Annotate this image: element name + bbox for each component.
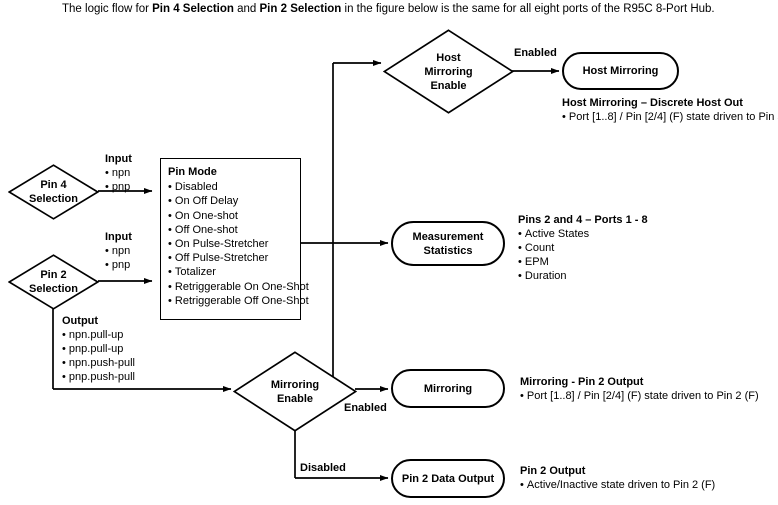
- list-item: pnp: [105, 258, 132, 272]
- pin4-input-list: npn pnp: [105, 166, 132, 194]
- list-item: On Pulse-Stretcher: [168, 237, 293, 251]
- decision-host-mirroring-enable-label: Host Mirroring Enable: [383, 29, 514, 114]
- me-label-line1: Mirroring: [270, 378, 320, 391]
- caption-bold-pin4: Pin 4 Selection: [152, 3, 234, 15]
- pin2-input-list: npn pnp: [105, 244, 132, 272]
- pin4-label-line2: Selection: [29, 193, 78, 205]
- list-item: Disabled: [168, 180, 293, 194]
- measurement-statistics-label: Measurement Statistics: [412, 230, 484, 257]
- decision-pin4-label: Pin 4 Selection: [8, 164, 99, 220]
- hme-label-line1: Host: [436, 51, 461, 64]
- mirroring-label: Mirroring: [423, 382, 473, 395]
- pin4-label-line1: Pin 4: [40, 179, 67, 191]
- me-label-line2: Enable: [276, 392, 314, 405]
- node-measurement-statistics: Measurement Statistics: [391, 221, 505, 266]
- list-item: npn: [105, 166, 132, 180]
- hme-label-line2: Mirroring: [424, 65, 473, 78]
- node-pin2-data-output: Pin 2 Data Output: [391, 459, 505, 498]
- note-host-mirroring-list: Port [1..8] / Pin [2/4] (F) state driven…: [562, 110, 778, 124]
- node-pin-mode-box: Pin Mode Disabled On Off Delay On One-sh…: [160, 158, 309, 320]
- diamond-shape-mirroring-enable: [232, 351, 358, 432]
- node-host-mirroring: Host Mirroring: [562, 52, 679, 90]
- list-item: Off One-shot: [168, 223, 293, 237]
- list-item: Port [1..8] / Pin [2/4] (F) state driven…: [520, 389, 759, 403]
- note-pin2-output-list: Active/Inactive state driven to Pin 2 (F…: [520, 478, 715, 492]
- annotation-pin2-output: Output npn.pull-up pnp.pull-up npn.push-…: [62, 314, 135, 384]
- diamond-shape-host-mirroring-enable: [382, 29, 515, 114]
- caption-bold-pin2: Pin 2 Selection: [259, 3, 342, 15]
- note-mirroring-list: Port [1..8] / Pin [2/4] (F) state driven…: [520, 389, 759, 403]
- node-mirroring: Mirroring: [391, 369, 505, 408]
- list-item: Active/Inactive state driven to Pin 2 (F…: [520, 478, 715, 492]
- diamond-shape-pin4: [7, 164, 100, 220]
- decision-pin4-selection: Pin 4 Selection: [7, 164, 100, 220]
- list-item: Retriggerable On One-Shot: [168, 280, 309, 294]
- note-mirroring: Mirroring - Pin 2 Output Port [1..8] / P…: [520, 375, 759, 403]
- pin2-output-list: npn.pull-up pnp.pull-up npn.push-pull pn…: [62, 328, 135, 384]
- list-item: pnp.pull-up: [62, 342, 135, 356]
- list-item: Active States: [518, 227, 648, 241]
- decision-pin2-label: Pin 2 Selection: [8, 254, 99, 310]
- pin2-output-title: Output: [62, 315, 99, 327]
- caption-post: in the figure below is the same for all …: [341, 3, 715, 15]
- caption-pre: The logic flow for: [62, 3, 153, 15]
- list-item: Totalizer: [168, 265, 293, 279]
- edge-label-mirroring-enabled: Enabled: [344, 402, 387, 414]
- decision-mirroring-enable: Mirroring Enable: [232, 351, 358, 432]
- caption-mid: and: [233, 3, 260, 15]
- note-measurement-statistics-list: Active States Count EPM Duration: [518, 227, 648, 283]
- annotation-pin4-input: Input npn pnp: [105, 152, 132, 194]
- host-mirroring-label: Host Mirroring: [582, 65, 659, 77]
- list-item: Duration: [518, 269, 648, 283]
- list-item: EPM: [518, 255, 648, 269]
- edge-label-host-enabled: Enabled: [514, 47, 557, 59]
- diamond-shape-pin2: [7, 254, 100, 310]
- list-item: npn.pull-up: [62, 328, 135, 342]
- list-item: Off Pulse-Stretcher: [168, 251, 293, 265]
- note-host-mirroring-title: Host Mirroring – Discrete Host Out: [562, 97, 743, 109]
- list-item: npn.push-pull: [62, 356, 135, 370]
- list-item: npn: [105, 244, 132, 258]
- pin4-input-title: Input: [105, 153, 132, 165]
- hme-label-line3: Enable: [430, 79, 467, 92]
- pin2-input-title: Input: [105, 231, 132, 243]
- edge-label-mirroring-disabled: Disabled: [300, 462, 346, 474]
- decision-mirroring-enable-label: Mirroring Enable: [233, 351, 357, 432]
- list-item: Port [1..8] / Pin [2/4] (F) state driven…: [562, 110, 778, 124]
- note-mirroring-title: Mirroring - Pin 2 Output: [520, 376, 644, 388]
- pin2-label-line1: Pin 2: [40, 269, 67, 281]
- note-host-mirroring: Host Mirroring – Discrete Host Out Port …: [562, 96, 778, 124]
- note-measurement-statistics-title: Pins 2 and 4 – Ports 1 - 8: [518, 214, 648, 226]
- figure-caption: The logic flow for Pin 4 Selection and P…: [62, 2, 742, 16]
- list-item: pnp.push-pull: [62, 370, 135, 384]
- decision-pin2-selection: Pin 2 Selection: [7, 254, 100, 310]
- list-item: On Off Delay: [168, 194, 293, 208]
- pin2-label-line2: Selection: [29, 283, 78, 295]
- note-pin2-output-title: Pin 2 Output: [520, 465, 586, 477]
- list-item: pnp: [105, 180, 132, 194]
- note-measurement-statistics: Pins 2 and 4 – Ports 1 - 8 Active States…: [518, 213, 648, 283]
- pin2-data-output-label: Pin 2 Data Output: [401, 472, 495, 485]
- pin-mode-title: Pin Mode: [168, 166, 217, 178]
- list-item: Count: [518, 241, 648, 255]
- annotation-pin2-input: Input npn pnp: [105, 230, 132, 272]
- pin-mode-list: Disabled On Off Delay On One-shot Off On…: [168, 180, 309, 308]
- list-item: Retriggerable Off One-Shot: [168, 294, 309, 308]
- decision-host-mirroring-enable: Host Mirroring Enable: [382, 29, 515, 114]
- note-pin2-output: Pin 2 Output Active/Inactive state drive…: [520, 464, 715, 492]
- list-item: On One-shot: [168, 209, 293, 223]
